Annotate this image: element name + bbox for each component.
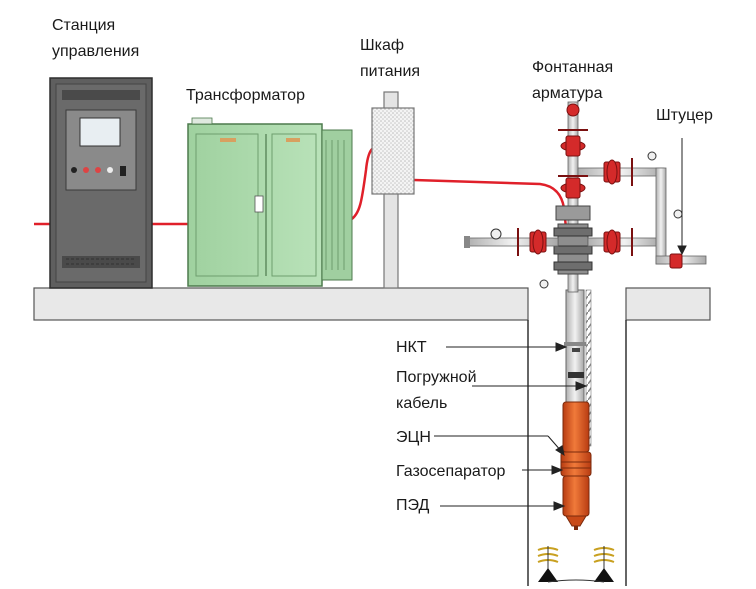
label-pump: ЭЦН xyxy=(396,429,431,446)
well-casing xyxy=(527,320,627,586)
label-tubing: НКТ xyxy=(396,339,427,356)
label-power-cabinet-line1: Шкаф xyxy=(360,37,405,54)
label-control-station-line1: Станция xyxy=(52,17,116,34)
label-gas-separator: Газосепаратор xyxy=(396,463,506,480)
pointer-lines xyxy=(434,138,687,511)
wellhead-tree xyxy=(464,101,707,293)
label-choke: Штуцер xyxy=(656,107,713,124)
control-station-cabinet xyxy=(49,77,153,289)
power-cabinet xyxy=(371,91,415,289)
label-motor: ПЭД xyxy=(396,497,430,514)
label-power-cabinet-line2: питания xyxy=(360,63,421,80)
bottom-anchors xyxy=(537,546,615,583)
label-wellhead-line2: арматура xyxy=(532,85,603,102)
esp-pump-assembly xyxy=(560,401,592,530)
label-wellhead-line1: Фонтанная xyxy=(532,59,614,76)
label-transformer: Трансформатор xyxy=(186,87,305,104)
label-control-station-line2: управления xyxy=(52,43,140,60)
ground-surface xyxy=(33,287,711,321)
label-cable-line2: кабель xyxy=(396,395,448,412)
transformer xyxy=(187,117,353,287)
label-cable-line1: Погружной xyxy=(396,369,477,386)
